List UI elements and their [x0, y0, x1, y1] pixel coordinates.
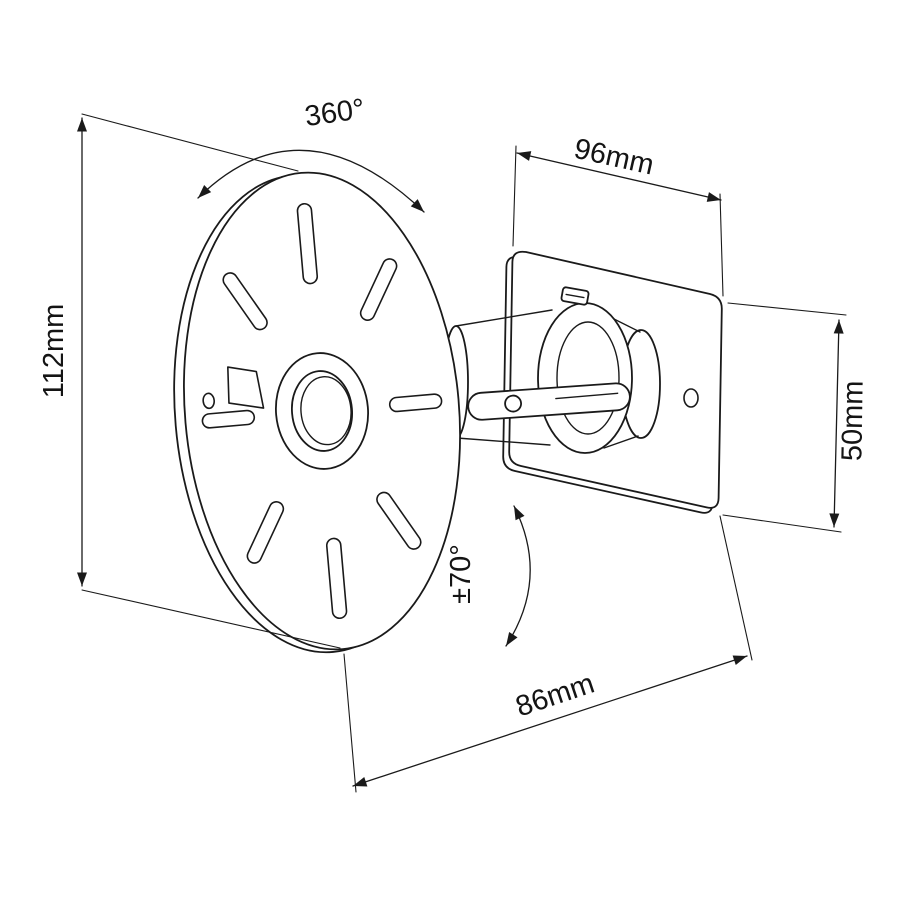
- wall-plate-width-label: 96mm: [571, 133, 657, 182]
- center-hub: [274, 352, 370, 470]
- mounting-slot: [246, 501, 285, 564]
- bracket-depth-label: 86mm: [512, 668, 599, 724]
- dimension-wall-plate-height: 50mm: [722, 302, 870, 533]
- mounting-slot: [222, 272, 268, 331]
- ball-clamp-housing: [537, 302, 633, 454]
- dimension-line: [352, 655, 748, 787]
- extension-line: [719, 515, 753, 661]
- pilot-hole: [202, 392, 216, 410]
- dimension-line: [516, 151, 722, 202]
- bracket-height-label: 112mm: [38, 304, 70, 399]
- extension-line: [81, 589, 341, 649]
- extension-line: [719, 193, 724, 297]
- tension-lever-ridge: [555, 392, 619, 400]
- mounting-slot-ring: [201, 202, 443, 620]
- tilt-range-label: ±70°: [445, 544, 477, 604]
- tension-lever: [467, 382, 631, 421]
- wall-plate-height-label: 50mm: [836, 380, 869, 461]
- speaker-plate: [173, 171, 461, 654]
- dimension-line: [829, 319, 844, 528]
- tension-lever-pivot: [504, 394, 522, 413]
- mounting-slot: [376, 491, 422, 550]
- ball-joint-arm: [443, 286, 661, 454]
- swivel-arc-arrow: [197, 149, 425, 213]
- mounting-slot: [325, 537, 348, 620]
- mounting-slot: [388, 393, 443, 413]
- extension-line: [343, 653, 357, 793]
- clamp-screw-slot: [565, 293, 585, 299]
- keystone-cutout: [227, 366, 265, 409]
- extension-line: [81, 113, 299, 172]
- clamp-screw: [560, 286, 590, 306]
- extension-line: [512, 145, 517, 247]
- mounting-slot: [359, 258, 398, 321]
- arm-bottom-edge: [456, 437, 551, 446]
- boss-bottom-edge: [603, 435, 639, 449]
- arm-top-edge: [455, 309, 553, 327]
- tilt-arc-arrow: [505, 505, 531, 647]
- dimension-bracket-height: 112mm: [38, 113, 341, 649]
- wall-plate-screw-hole-right: [683, 388, 699, 408]
- hub-bore-depth-edge: [300, 376, 352, 446]
- ball-clamp-inner-ring: [556, 321, 620, 435]
- extension-line: [722, 514, 842, 533]
- mounting-slot: [201, 409, 256, 429]
- extension-line: [727, 302, 847, 316]
- swivel-rotation-label: 360°: [303, 93, 367, 133]
- dimension-tilt-range: ±70°: [445, 505, 531, 647]
